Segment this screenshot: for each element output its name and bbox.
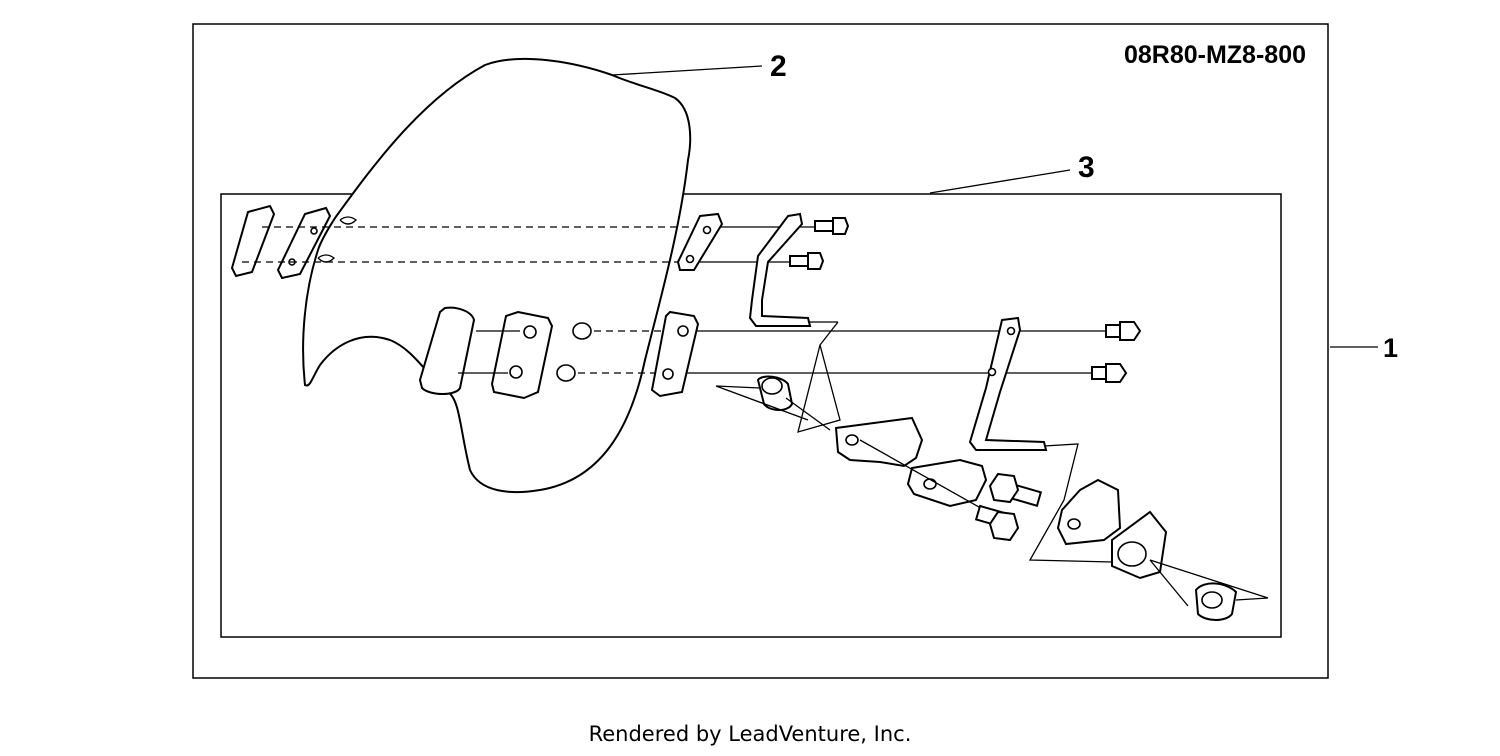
upper-l-bracket: [748, 212, 812, 327]
upper-plate-hole: [310, 227, 318, 235]
clamp-bracket: [834, 416, 924, 468]
bracket-hole: [1006, 326, 1016, 336]
guide-line: [1028, 443, 1113, 563]
guide-line: [715, 385, 831, 431]
clamp-bracket: [906, 458, 988, 508]
collar-hole: [662, 368, 674, 380]
upper-rubber-pad: [230, 204, 276, 278]
bracket-hole: [987, 367, 997, 377]
rubber-washer: [572, 322, 592, 340]
callout-2: 2: [770, 50, 787, 83]
upper-bolt: [789, 252, 825, 270]
mount-bracket: [1056, 478, 1122, 546]
guide-line: [859, 439, 1003, 521]
lower-bolt: [1105, 321, 1142, 341]
collar-hole: [685, 254, 695, 264]
lower-bolt: [1091, 363, 1128, 383]
collar-hole: [677, 325, 689, 337]
callout-2-leader: [611, 65, 763, 76]
kit-box: [220, 193, 1282, 638]
outer-frame: [192, 23, 1329, 679]
screen-hole: [317, 254, 335, 263]
windscreen: [302, 57, 692, 494]
collar-hole: [702, 225, 712, 235]
mount-hole: [1067, 518, 1081, 530]
footer-credit: Rendered by LeadVenture, Inc.: [588, 722, 912, 746]
lower-l-bracket: [968, 316, 1048, 451]
callout-3: 3: [1078, 151, 1095, 184]
lower-collar-plate: [650, 310, 700, 398]
callout-1: 1: [1383, 333, 1398, 363]
clamp-hole: [923, 478, 937, 490]
spacer-collar-end: [761, 377, 783, 395]
end-clamp-hole: [1117, 541, 1147, 567]
guide-line: [1149, 559, 1269, 607]
part-number: 08R80-MZ8-800: [1124, 41, 1306, 69]
hex-bolt: [988, 472, 1043, 507]
rubber-washer: [556, 364, 576, 382]
lower-plate-hole: [523, 325, 537, 339]
lower-plate: [490, 310, 554, 400]
end-collar-end: [1201, 591, 1223, 609]
upper-bolt: [814, 217, 850, 235]
guide-line: [797, 321, 841, 433]
clamp-hole: [845, 434, 859, 446]
screen-hole: [339, 216, 357, 225]
callout-3-leader: [929, 169, 1071, 194]
lower-plate-hole: [509, 365, 523, 379]
hex-bolt: [974, 504, 1020, 542]
